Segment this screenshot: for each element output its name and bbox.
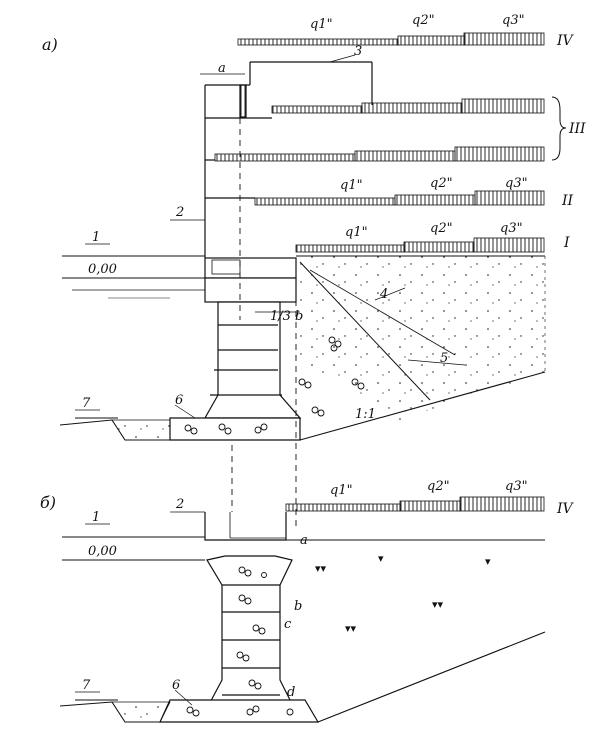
gravel-prism <box>298 336 365 417</box>
wall-stones-b <box>236 566 267 690</box>
level-iv-label-b: IV <box>556 501 575 517</box>
load-band-i <box>295 237 545 253</box>
load-q3-iv: q3" <box>502 13 525 28</box>
upper-wall-structure <box>204 61 373 258</box>
foundation-bed-b <box>159 699 320 723</box>
wall-body-a <box>203 257 302 419</box>
callout-1-a: 1 <box>92 230 100 245</box>
load-q2-iv: q2" <box>412 13 435 28</box>
load-q2-ii: q2" <box>430 176 453 191</box>
level-i-label: I <box>563 235 570 251</box>
panel-b-label: б) <box>40 493 56 512</box>
load-band-ii <box>254 190 545 206</box>
callout-5: 5 <box>440 351 448 366</box>
dimension-a-label: a <box>218 61 226 76</box>
wall-body-b <box>204 512 297 713</box>
foundation-bed-a <box>169 417 301 441</box>
svg-text:▾: ▾ <box>485 555 491 568</box>
point-a: a <box>300 533 308 548</box>
load-band-iv-b <box>285 496 545 512</box>
datum-label-b: 0,00 <box>88 544 117 559</box>
backfill-soil-b <box>286 540 545 712</box>
callout-6-a: 6 <box>175 393 183 408</box>
load-q3-ii: q3" <box>505 176 528 191</box>
foundation-stones-a <box>184 423 268 435</box>
level-ii-label: II <box>561 193 574 209</box>
load-band-iv-a <box>237 32 545 46</box>
callout-7-b: 7 <box>82 678 91 693</box>
load-q1-i: q1" <box>345 225 368 240</box>
load-q3-iv-b: q3" <box>505 479 528 494</box>
panel-a-label: а) <box>42 35 58 54</box>
svg-text:▾: ▾ <box>378 552 384 565</box>
alignment-dashed-lines <box>231 85 297 530</box>
slope-label: 1:1 <box>355 407 376 422</box>
foundation-stones-b <box>186 705 294 717</box>
load-q2-i: q2" <box>430 221 453 236</box>
svg-text:▾▾: ▾▾ <box>432 598 444 611</box>
callout-3: 3 <box>354 44 362 59</box>
svg-text:▾▾: ▾▾ <box>345 622 357 635</box>
load-q1-ii: q1" <box>340 178 363 193</box>
callout-2-a: 2 <box>175 205 184 220</box>
callout-1-b: 1 <box>92 510 100 525</box>
dimension-third-b-label: 1/3 b <box>270 309 303 324</box>
level-iv-label-a: IV <box>556 33 575 49</box>
callout-2-b: 2 <box>175 497 184 512</box>
point-c: c <box>284 617 292 632</box>
svg-text:▾▾: ▾▾ <box>315 562 327 575</box>
backfill-soil <box>296 256 545 420</box>
callout-6-b: 6 <box>172 678 180 693</box>
point-b: b <box>294 599 302 614</box>
backfill-marks-b: ▾▾ ▾ ▾ ▾▾ ▾▾ <box>315 552 491 635</box>
level-iii-label: III <box>568 121 586 137</box>
load-q1-iv: q1" <box>310 17 333 32</box>
datum-label-a: 0,00 <box>88 262 117 277</box>
point-d: d <box>287 685 295 700</box>
load-band-iii-lower <box>214 146 545 162</box>
callout-4: 4 <box>379 287 388 302</box>
load-q1-iv-b: q1" <box>330 483 353 498</box>
load-q3-i: q3" <box>500 221 523 236</box>
callout-7-a: 7 <box>82 396 91 411</box>
load-band-iii-upper <box>271 98 545 114</box>
load-q2-iv-b: q2" <box>427 479 450 494</box>
